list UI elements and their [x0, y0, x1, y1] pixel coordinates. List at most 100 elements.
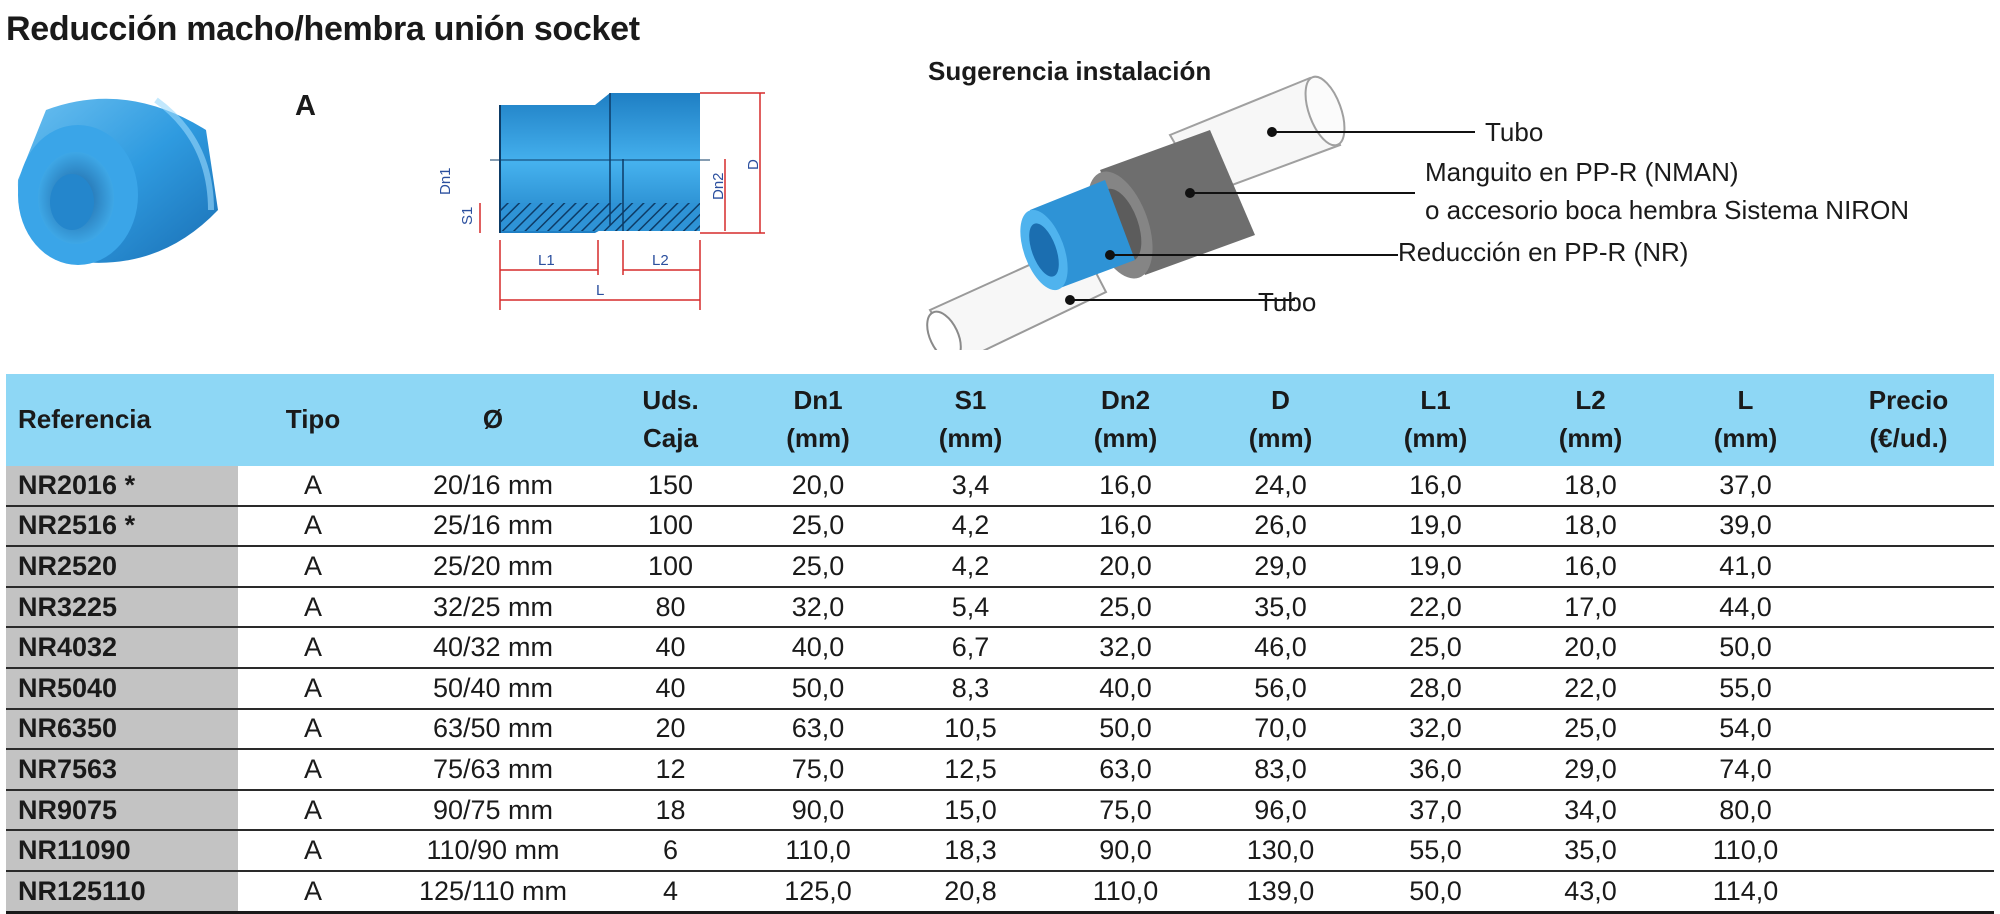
- col-header-precio: Precio(€/ud.): [1823, 374, 1994, 466]
- cell-referencia: NR3225: [6, 586, 238, 629]
- product-photo: [17, 97, 218, 265]
- callout-tubo-bottom: Tubo: [1258, 287, 1317, 317]
- cell-referencia: NR125110: [6, 870, 238, 914]
- cell-uds-caja: 4: [598, 870, 743, 914]
- cell-uds-caja: 100: [598, 546, 743, 588]
- cell-tipo: A: [238, 870, 388, 914]
- installation-illustration: [926, 75, 1475, 350]
- cell-dn1: 50,0: [743, 667, 893, 710]
- l2-label: L2: [652, 252, 669, 269]
- cell-l: 44,0: [1668, 586, 1823, 629]
- cell-s1: 10,5: [893, 708, 1048, 751]
- col-header-s1: S1(mm): [893, 374, 1048, 466]
- cell-l1: 37,0: [1358, 789, 1513, 832]
- col-header-diameter: Ø: [388, 374, 598, 466]
- cell-l: 74,0: [1668, 749, 1823, 791]
- cell-dn2: 20,0: [1048, 546, 1203, 588]
- dn2-label: Dn2: [710, 172, 727, 200]
- page-title: Reducción macho/hembra unión socket: [6, 10, 640, 48]
- cell-precio: [1823, 546, 1994, 588]
- cell-dn2: 110,0: [1048, 870, 1203, 914]
- cell-diameter: 25/16 mm: [388, 505, 598, 548]
- cell-tipo: A: [238, 667, 388, 710]
- cell-tipo: A: [238, 749, 388, 791]
- col-header-l1: L1(mm): [1358, 374, 1513, 466]
- cell-diameter: 40/32 mm: [388, 627, 598, 669]
- cell-d: 130,0: [1203, 830, 1358, 872]
- col-header-d: D(mm): [1203, 374, 1358, 466]
- cell-diameter: 110/90 mm: [388, 830, 598, 872]
- cell-d: 46,0: [1203, 627, 1358, 669]
- cell-d: 83,0: [1203, 749, 1358, 791]
- cell-precio: [1823, 708, 1994, 751]
- cell-l1: 55,0: [1358, 830, 1513, 872]
- cell-dn1: 32,0: [743, 586, 893, 629]
- cell-uds-caja: 40: [598, 627, 743, 669]
- cell-diameter: 20/16 mm: [388, 466, 598, 507]
- cell-uds-caja: 40: [598, 667, 743, 710]
- cell-dn2: 16,0: [1048, 505, 1203, 548]
- cell-diameter: 75/63 mm: [388, 749, 598, 791]
- cell-dn2: 32,0: [1048, 627, 1203, 669]
- cell-l2: 18,0: [1513, 466, 1668, 507]
- cell-l: 37,0: [1668, 466, 1823, 507]
- cell-s1: 4,2: [893, 505, 1048, 548]
- cell-dn1: 75,0: [743, 749, 893, 791]
- cell-l1: 50,0: [1358, 870, 1513, 914]
- cell-tipo: A: [238, 627, 388, 669]
- cell-precio: [1823, 627, 1994, 669]
- cell-dn1: 63,0: [743, 708, 893, 751]
- col-header-dn1: Dn1(mm): [743, 374, 893, 466]
- type-label: A: [295, 90, 316, 122]
- cell-diameter: 63/50 mm: [388, 708, 598, 751]
- cell-precio: [1823, 466, 1994, 507]
- cell-dn1: 25,0: [743, 505, 893, 548]
- callout-manguito-line1: Manguito en PP-R (NMAN): [1425, 157, 1739, 187]
- d-label: D: [745, 159, 762, 170]
- callout-tubo-top: Tubo: [1485, 117, 1544, 147]
- cell-s1: 3,4: [893, 466, 1048, 507]
- cell-d: 35,0: [1203, 586, 1358, 629]
- cell-dn2: 90,0: [1048, 830, 1203, 872]
- cell-l: 114,0: [1668, 870, 1823, 914]
- cell-tipo: A: [238, 546, 388, 588]
- cell-l: 41,0: [1668, 546, 1823, 588]
- cell-uds-caja: 80: [598, 586, 743, 629]
- cell-precio: [1823, 870, 1994, 914]
- cell-tipo: A: [238, 466, 388, 507]
- cell-s1: 20,8: [893, 870, 1048, 914]
- cell-l2: 16,0: [1513, 546, 1668, 588]
- table-header-row: Referencia Tipo Ø Uds.Caja Dn1(mm) S1(mm…: [6, 374, 1994, 466]
- l1-label: L1: [538, 252, 555, 269]
- cell-l: 54,0: [1668, 708, 1823, 751]
- cell-precio: [1823, 586, 1994, 629]
- cell-precio: [1823, 830, 1994, 872]
- cell-l2: 43,0: [1513, 870, 1668, 914]
- cell-diameter: 50/40 mm: [388, 667, 598, 710]
- cell-l1: 16,0: [1358, 466, 1513, 507]
- cell-dn1: 110,0: [743, 830, 893, 872]
- cell-uds-caja: 150: [598, 466, 743, 507]
- col-header-l2: L2(mm): [1513, 374, 1668, 466]
- cell-l: 39,0: [1668, 505, 1823, 548]
- col-header-referencia: Referencia: [6, 374, 238, 466]
- cell-s1: 18,3: [893, 830, 1048, 872]
- callout-reduccion: Reducción en PP-R (NR): [1398, 237, 1689, 267]
- cell-referencia: NR2516 *: [6, 505, 238, 548]
- cell-l1: 32,0: [1358, 708, 1513, 751]
- cell-referencia: NR2520: [6, 546, 238, 588]
- cell-l1: 25,0: [1358, 627, 1513, 669]
- cell-l: 110,0: [1668, 830, 1823, 872]
- cell-l1: 28,0: [1358, 667, 1513, 710]
- cell-l1: 19,0: [1358, 505, 1513, 548]
- cell-diameter: 125/110 mm: [388, 870, 598, 914]
- col-header-tipo: Tipo: [238, 374, 388, 466]
- col-header-l: L(mm): [1668, 374, 1823, 466]
- cell-d: 29,0: [1203, 546, 1358, 588]
